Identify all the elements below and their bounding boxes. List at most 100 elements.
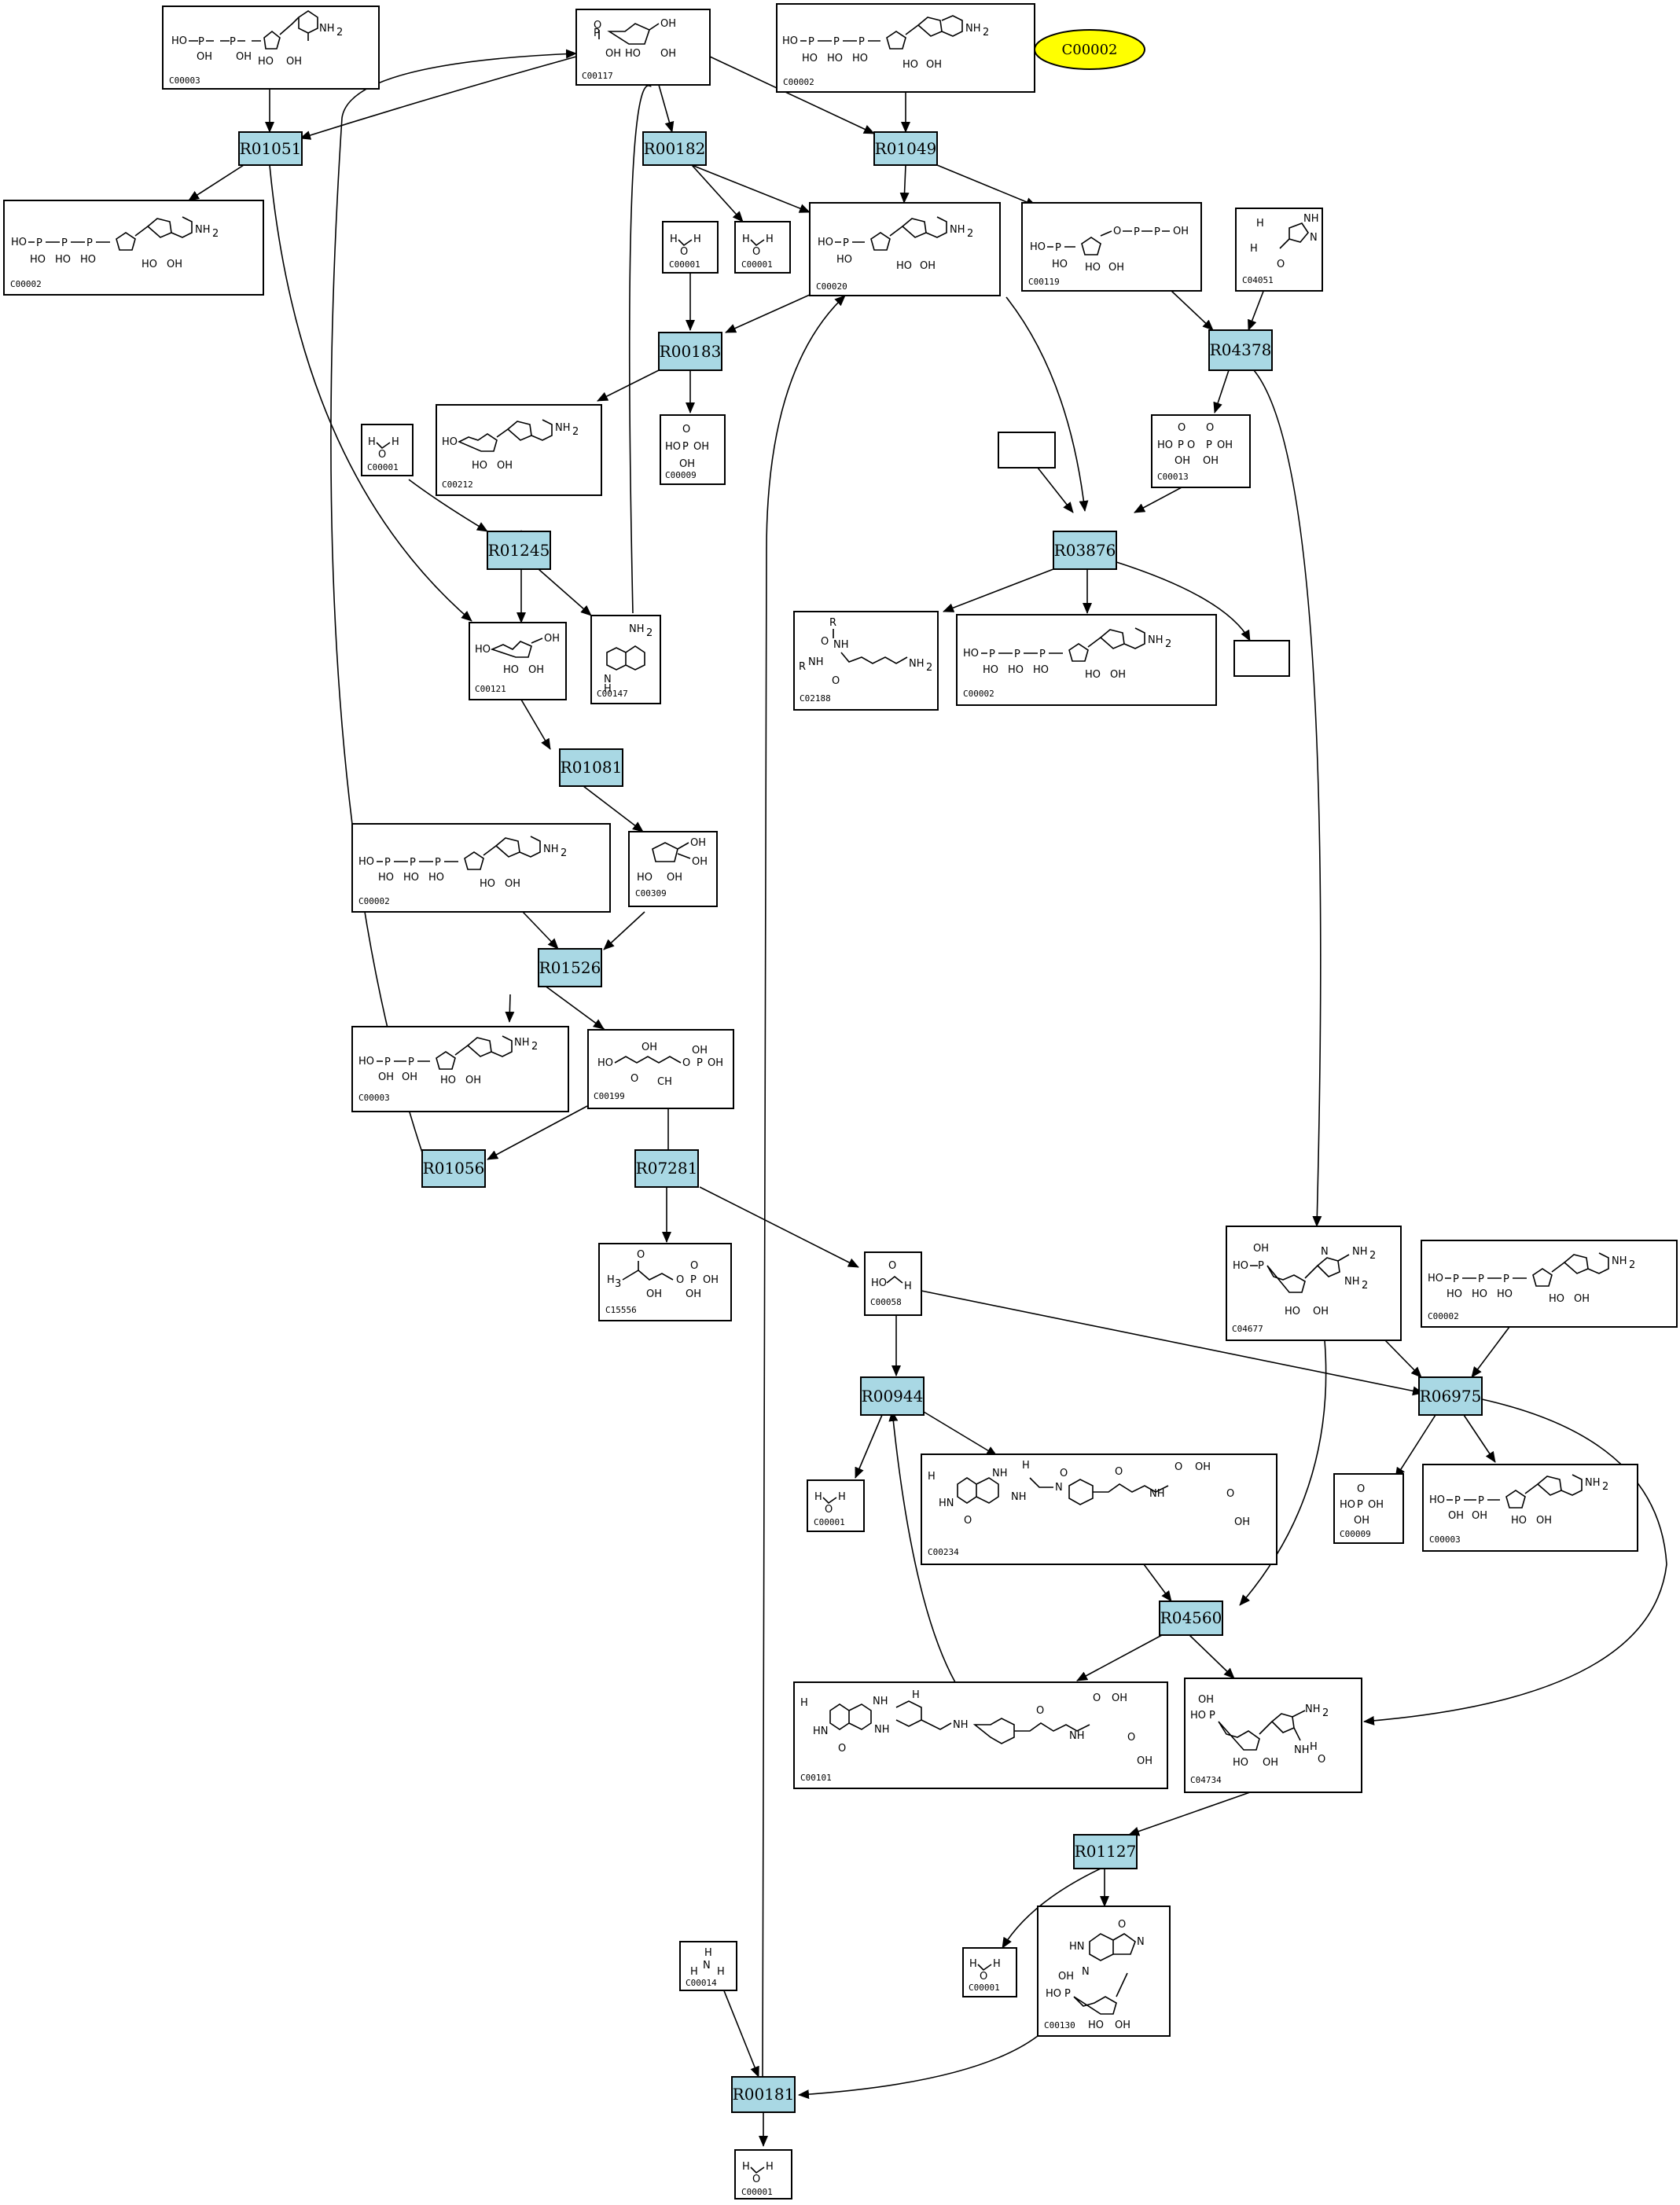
svg-text:2: 2 (336, 27, 343, 39)
reaction-node[interactable]: R00944 (860, 1376, 925, 1416)
svg-text:H: H (704, 1947, 712, 1959)
compound-node[interactable]: H NH H NH HN O N O O NH O OH O OH C00234 (921, 1453, 1277, 1565)
compound-node[interactable]: H N H H C00014 (679, 1941, 737, 1991)
svg-text:O: O (682, 424, 690, 435)
reaction-node[interactable]: R01526 (538, 948, 602, 987)
svg-text:HO: HO (1428, 1273, 1443, 1284)
svg-text:2: 2 (1165, 638, 1171, 650)
reaction-node[interactable]: R01056 (421, 1149, 486, 1188)
reaction-node[interactable]: R06975 (1418, 1376, 1483, 1416)
svg-text:OH: OH (1234, 1516, 1250, 1528)
svg-text:O: O (1178, 422, 1186, 434)
svg-text:HO: HO (827, 53, 843, 64)
compound-node[interactable]: H O H C00001 (361, 424, 414, 476)
edge (699, 1186, 859, 1268)
svg-text:2: 2 (967, 228, 973, 240)
compound-node[interactable]: O P OH OH HO OH C00117 (575, 9, 711, 86)
svg-text:HO: HO (665, 441, 681, 453)
svg-text:HO: HO (1497, 1288, 1513, 1300)
compound-node[interactable] (998, 432, 1056, 469)
compound-node[interactable]: H O H C00001 (734, 221, 791, 274)
svg-text:OH: OH (667, 872, 682, 884)
structure-drawing: HO P O P P OH HO HO OH (1030, 226, 1189, 274)
compound-node[interactable]: H O H C00001 (807, 1479, 865, 1532)
compound-node[interactable]: H O H C00001 (734, 2149, 792, 2199)
svg-text:HO: HO (818, 237, 833, 248)
reaction-node[interactable]: R04560 (1159, 1600, 1223, 1636)
svg-text:2: 2 (1322, 1707, 1329, 1719)
svg-text:P: P (1503, 1273, 1509, 1285)
svg-text:2: 2 (1369, 1250, 1376, 1262)
svg-text:H: H (742, 233, 750, 245)
compound-node[interactable]: H O H C00001 (962, 1947, 1017, 1997)
compound-node[interactable]: O HN N N OH HO P HO OH C00130 (1037, 1905, 1171, 2037)
compound-node[interactable]: OH OH HO OH C00309 (628, 831, 718, 907)
svg-text:NH: NH (808, 656, 824, 668)
reaction-node[interactable]: R00182 (642, 131, 707, 166)
svg-text:O: O (1060, 1468, 1068, 1479)
svg-text:C00121: C00121 (475, 684, 506, 694)
svg-text:C04051: C04051 (1242, 275, 1274, 285)
svg-text:C00199: C00199 (594, 1091, 625, 1101)
reaction-node[interactable]: R01081 (559, 748, 623, 787)
svg-text:OH: OH (1354, 1515, 1369, 1527)
svg-text:R: R (829, 617, 836, 629)
compound-node[interactable]: O HO P OH OH C00009 (1333, 1473, 1404, 1544)
reaction-node[interactable]: R00181 (731, 2076, 796, 2113)
svg-text:NH: NH (543, 843, 559, 855)
reaction-node[interactable]: R01049 (873, 131, 938, 166)
svg-text:HO: HO (1030, 241, 1046, 253)
compound-node[interactable] (1233, 640, 1290, 677)
svg-text:OH: OH (1263, 1757, 1278, 1769)
reaction-node[interactable]: R03876 (1053, 531, 1117, 570)
edge (522, 911, 559, 950)
reaction-node[interactable]: R01245 (487, 531, 551, 570)
edge (1395, 1414, 1436, 1479)
edge (603, 911, 645, 950)
compound-node[interactable]: HO O OH CH O OH P OH C00199 (587, 1029, 734, 1109)
svg-text:HO: HO (1285, 1306, 1300, 1317)
edge (658, 84, 675, 133)
compound-node[interactable]: HO P O P P OH HO HO OH C00119 (1021, 202, 1202, 292)
edge (722, 1988, 759, 2078)
compound-node[interactable]: H NH N H O C04051 (1235, 208, 1323, 292)
compound-node[interactable]: H NH HN NH O H NH O NH O OH O OH C00101 (793, 1681, 1168, 1789)
reaction-node[interactable]: R04378 (1208, 329, 1273, 371)
reaction-node[interactable]: R00183 (658, 332, 722, 371)
reaction-node[interactable]: R01127 (1073, 1834, 1138, 1869)
reaction-node[interactable]: R01051 (238, 131, 303, 166)
reaction-node[interactable]: R07281 (634, 1149, 699, 1188)
compound-node[interactable]: HO OH HO OH C00121 (469, 622, 567, 700)
svg-text:NH: NH (950, 224, 965, 236)
svg-text:HO: HO (258, 56, 274, 68)
svg-text:C00009: C00009 (665, 470, 697, 480)
svg-text:OH: OH (660, 48, 676, 60)
svg-text:NH: NH (629, 623, 645, 635)
compound-node[interactable]: O O HO P O P OH OH OH C00013 (1151, 414, 1251, 488)
compound-node[interactable]: O HO P OH OH C00009 (660, 414, 726, 485)
compound-node[interactable]: O HO H C00058 (864, 1251, 922, 1316)
svg-text:NH: NH (1352, 1246, 1368, 1258)
structure-drawing: H O H (969, 1958, 1001, 1983)
svg-text:HN: HN (939, 1498, 954, 1509)
compound-node[interactable]: H O H C00001 (662, 221, 719, 274)
svg-text:OH: OH (286, 56, 302, 68)
edge (188, 164, 244, 201)
